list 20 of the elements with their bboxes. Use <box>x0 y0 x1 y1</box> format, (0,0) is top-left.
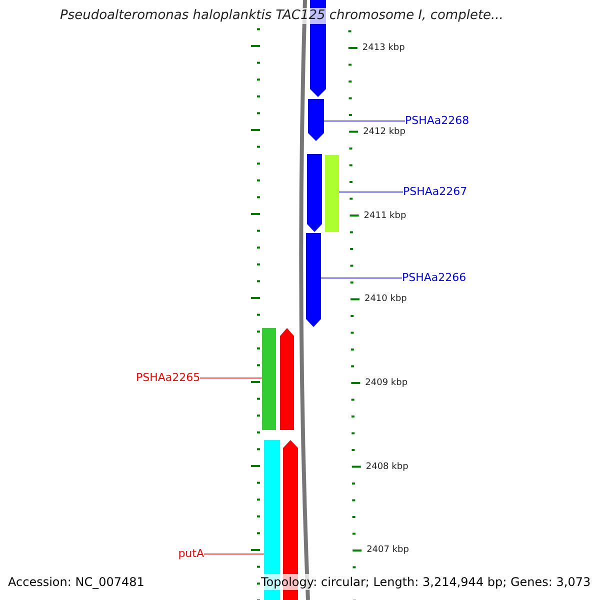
gene-label: PSHAa2265 <box>136 370 200 386</box>
gene-label: PSHAa2267 <box>403 184 467 200</box>
gene-feature <box>307 154 322 232</box>
gene-feature <box>306 233 321 327</box>
leader-line <box>324 120 406 122</box>
scale-label: 2410 kbp <box>364 293 407 305</box>
gene-feature <box>308 99 324 141</box>
scale-label: 2412 kbp <box>363 126 406 138</box>
accession-text: Accession: NC_007481 <box>8 574 144 590</box>
gene-label: putA <box>172 546 204 562</box>
scale-label: 2408 kbp <box>366 461 408 473</box>
scale-label: 2409 kbp <box>365 377 408 389</box>
gene-label: PSHAa2266 <box>402 270 466 286</box>
gene-feature <box>325 155 339 232</box>
scale-label: 2411 kbp <box>364 210 406 222</box>
gene-label: PSHAa2268 <box>405 113 469 129</box>
scale-label: 2413 kbp <box>362 42 405 54</box>
gene-feature <box>280 328 294 430</box>
scale-label: 2407 kbp <box>366 544 409 556</box>
gene-feature <box>262 328 276 430</box>
